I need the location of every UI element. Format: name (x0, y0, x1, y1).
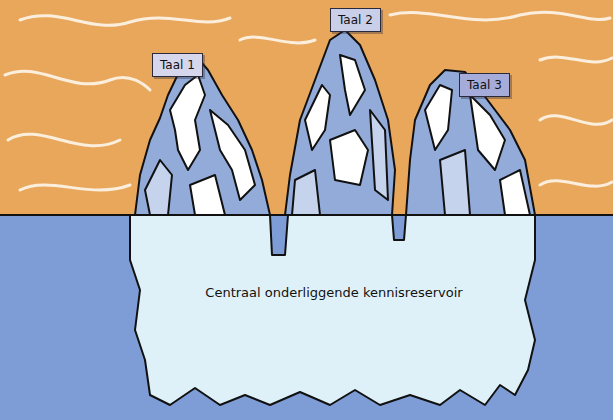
label-text: Taal 2 (338, 13, 373, 27)
reservoir-text: Centraal onderliggende kennisreservoir (128, 213, 540, 300)
label-text: Taal 1 (160, 58, 195, 72)
language-label: Taal 2 (330, 8, 381, 32)
water (0, 215, 613, 420)
iceberg-underwater-outline (128, 213, 540, 410)
label-text: Taal 3 (467, 78, 502, 92)
language-label: Taal 3 (459, 73, 510, 97)
submerged-iceberg: Centraal onderliggende kennisreservoir (128, 213, 540, 410)
language-label: Taal 1 (152, 53, 203, 77)
iceberg-peaks (135, 30, 535, 215)
